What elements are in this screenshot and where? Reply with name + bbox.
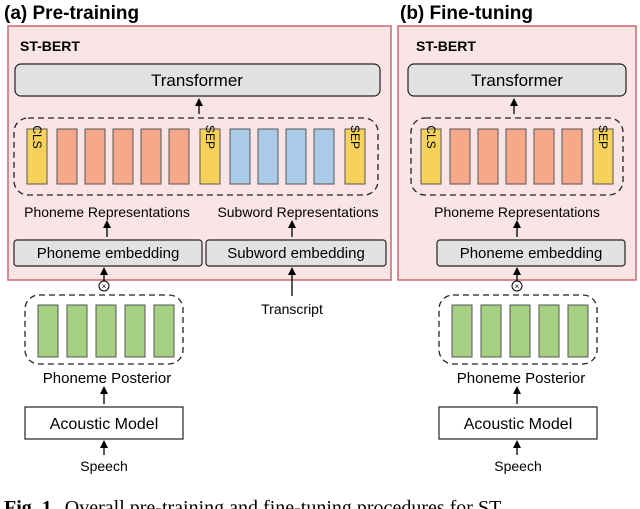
acoustic-model-label-b: Acoustic Model	[464, 416, 573, 433]
panel-finetuning: (b) Fine-tuning ST-BERT Transformer CLS …	[397, 3, 637, 474]
posterior-bar	[124, 304, 146, 358]
posterior-bar	[509, 304, 531, 358]
subword-embedding-box-a	[205, 239, 387, 267]
speech-label-a: Speech	[80, 458, 127, 474]
transformer-box-b	[407, 63, 627, 97]
transformer-label-a: Transformer	[151, 71, 243, 90]
posterior-bar	[66, 304, 88, 358]
phoneme-embedding-label-a: Phoneme embedding	[37, 245, 180, 262]
phoneme-repr-label-a: Phoneme Representations	[24, 204, 190, 220]
caption-body: Overall pre-training and fine-tuning pro…	[65, 497, 502, 509]
subword-token	[229, 128, 251, 185]
phoneme-embedding-box-b	[436, 239, 626, 267]
sep-label-a2: SEP	[348, 125, 362, 149]
panel-a-title: (a) Pre-training	[4, 3, 139, 24]
posterior-label-a: Phoneme Posterior	[43, 370, 171, 387]
token-group-b	[410, 117, 624, 196]
transformer-box-a	[14, 63, 381, 97]
phoneme-embedding-label-b: Phoneme embedding	[460, 245, 603, 262]
subword-embedding-label-a: Subword embedding	[227, 245, 365, 262]
acoustic-model-box-b	[438, 406, 598, 440]
multiply-icon	[98, 280, 110, 292]
phoneme-embedding-box-a	[13, 239, 203, 267]
st-bert-label-a: ST-BERT	[20, 38, 80, 54]
sep-token-b: SEP	[592, 125, 614, 185]
posterior-bar	[567, 304, 589, 358]
sep-label-b: SEP	[596, 125, 610, 149]
phoneme-token	[140, 128, 162, 185]
phoneme-token	[533, 128, 555, 185]
phoneme-token	[449, 128, 471, 185]
caption-text: Fig. 1. Overall pre-training and fine-tun…	[4, 497, 501, 509]
cls-token-b: CLS	[420, 125, 442, 185]
phoneme-token	[56, 128, 78, 185]
phoneme-token	[477, 128, 499, 185]
multiply-symbol-b: ×	[515, 282, 520, 291]
multiply-icon	[511, 280, 523, 292]
panel-b-title: (b) Fine-tuning	[400, 3, 533, 24]
cls-label-b: CLS	[424, 125, 438, 148]
posterior-bar	[95, 304, 117, 358]
caption-label: Fig. 1.	[4, 497, 57, 509]
posterior-bar	[37, 304, 59, 358]
transformer-label-b: Transformer	[471, 71, 563, 90]
cls-label-a: CLS	[30, 125, 44, 148]
phoneme-token	[505, 128, 527, 185]
sep-token-a1: SEP	[199, 125, 221, 185]
subword-token	[313, 128, 335, 185]
panel-pretraining: (a) Pre-training ST-BERT Transformer CLS…	[4, 3, 392, 474]
sep-token-a2: SEP	[344, 125, 366, 185]
posterior-group-a	[24, 294, 184, 365]
speech-label-b: Speech	[494, 458, 541, 474]
transcript-label: Transcript	[261, 301, 323, 317]
posterior-bar	[480, 304, 502, 358]
subword-repr-label-a: Subword Representations	[217, 204, 378, 220]
acoustic-model-box-a	[24, 406, 184, 440]
posterior-bar	[153, 304, 175, 358]
phoneme-token	[84, 128, 106, 185]
st-bert-label-b: ST-BERT	[416, 38, 476, 54]
phoneme-token	[112, 128, 134, 185]
sep-label-a1: SEP	[203, 125, 217, 149]
figure-caption: Fig. 1. Overall pre-training and fine-tun…	[4, 497, 501, 509]
acoustic-model-label-a: Acoustic Model	[50, 416, 159, 433]
phoneme-repr-label-b: Phoneme Representations	[434, 204, 600, 220]
posterior-group-b	[438, 294, 598, 365]
subword-token	[285, 128, 307, 185]
subword-token	[257, 128, 279, 185]
multiply-symbol-a: ×	[102, 282, 107, 291]
token-group-a	[13, 117, 379, 196]
posterior-bar	[451, 304, 473, 358]
phoneme-token	[168, 128, 190, 185]
posterior-bar	[538, 304, 560, 358]
posterior-label-b: Phoneme Posterior	[457, 370, 585, 387]
cls-token-a: CLS	[26, 125, 48, 185]
phoneme-token	[561, 128, 583, 185]
